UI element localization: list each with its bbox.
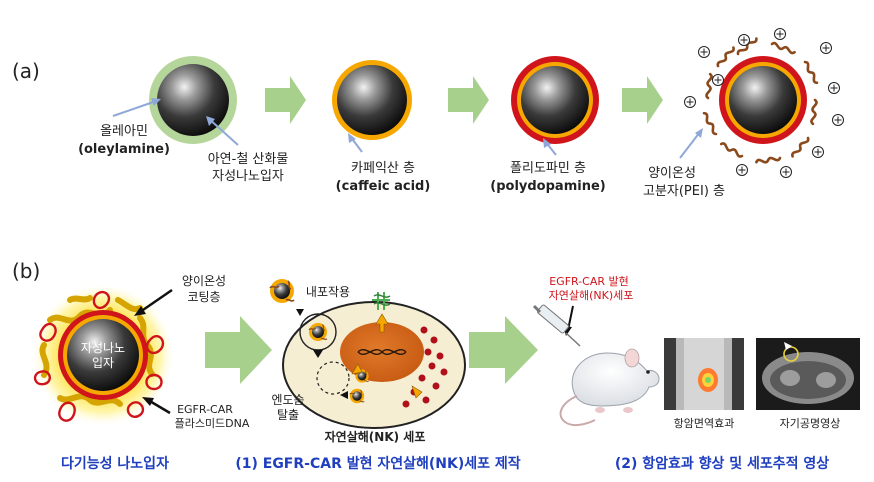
process-arrow-2 — [469, 316, 538, 384]
polydopamine-label-en: (polydopamine) — [490, 179, 605, 194]
particle-core-label-line1: 자성나노 — [81, 341, 125, 355]
plasmid-label-line1: EGFR-CAR — [177, 403, 233, 416]
car-nk-label-line1: EGFR-CAR 발현 — [549, 275, 629, 288]
process-arrow-1 — [205, 316, 272, 384]
cytoplasm-granules — [402, 326, 448, 408]
endosome-escape-label-line1: 엔도솜 — [271, 393, 304, 407]
endosome-escape-label-line2: 탈출 — [277, 408, 299, 422]
endocytosis-arrow — [296, 309, 304, 316]
plasmid-label-line2: 플라스미드DNA — [175, 417, 250, 430]
polydopamine-pointer-head — [543, 138, 551, 148]
nucleus-entry-arrow — [351, 363, 363, 375]
oleylamine-label-en: (oleylamine) — [78, 142, 170, 157]
syringe-icon — [532, 304, 581, 347]
nk-cell — [282, 301, 466, 429]
inner-arrow-right — [340, 391, 348, 399]
plasmid-pointer-head — [142, 397, 154, 406]
caffeic-pointer-head — [348, 133, 356, 143]
core-label-line2: 자성나노입자 — [212, 169, 284, 184]
pei-label-line1: 양이온성 — [648, 166, 696, 181]
core-pointer-head — [206, 116, 215, 126]
caption-step-1: (1) EGFR-CAR 발현 자연살해(NK)세포 제작 — [235, 455, 520, 472]
oleylamine-label-ko: 올레아민 — [100, 124, 148, 139]
polydopamine-label-ko: 폴리도파민 층 — [510, 161, 586, 176]
panel-b-label: (b) — [12, 259, 40, 283]
panel-a-label: (a) — [12, 59, 40, 83]
granule-arrow — [411, 385, 423, 399]
coating-label-line2: 코팅층 — [187, 290, 220, 304]
core-label-line1: 아연-철 산화물 — [208, 152, 289, 167]
oleylamine-pointer — [112, 99, 160, 117]
car-receptor-icon — [372, 292, 391, 310]
particle-core-label-line2: 입자 — [92, 356, 114, 370]
car-nk-label-line2: 자연살해(NK)세포 — [549, 288, 634, 302]
inner-arrow-down — [313, 350, 323, 358]
oleylamine-pointer-head — [151, 98, 161, 106]
coating-pointer-head — [134, 306, 146, 316]
step-arrow-3 — [622, 76, 663, 124]
caffeic-acid-particle — [332, 60, 412, 140]
multifunctional-nanoparticle — [31, 283, 175, 427]
pei-label-line2: 고분자(PEI) 층 — [643, 184, 725, 199]
polydopamine-particle — [511, 56, 599, 144]
caffeic-label-ko: 카페익산 층 — [351, 161, 415, 176]
pei-pointer-head — [695, 128, 703, 138]
mouse-icon — [559, 348, 660, 427]
step-arrow-1 — [265, 76, 306, 124]
pei-particle — [684, 28, 844, 178]
ruptured-endosome — [316, 361, 350, 395]
endocytosis-label: 내포작용 — [306, 285, 350, 299]
caption-step-2: (2) 항암효과 향상 및 세포추적 영상 — [615, 455, 829, 472]
immune-effect-image — [664, 338, 744, 410]
core-pointer — [207, 117, 239, 146]
dna-strand — [357, 349, 407, 355]
caption-nanoparticle: 다기능성 나노입자 — [61, 456, 169, 472]
coating-pointer — [139, 288, 173, 314]
pei-pointer — [679, 131, 701, 159]
mri-image — [756, 338, 860, 410]
immune-effect-label: 항암면역효과 — [674, 417, 735, 430]
plasmid-dna-loops — [33, 290, 165, 422]
step-arrow-2 — [448, 76, 489, 124]
nk-cell-label: 자연살해(NK) 세포 — [325, 429, 426, 444]
coating-label-line1: 양이온성 — [182, 274, 226, 288]
expression-arrow-up — [375, 313, 389, 333]
oleylamine-particle — [149, 56, 237, 144]
caffeic-label-en: (caffeic acid) — [336, 179, 431, 194]
mri-label: 자기공명영상 — [780, 417, 841, 430]
